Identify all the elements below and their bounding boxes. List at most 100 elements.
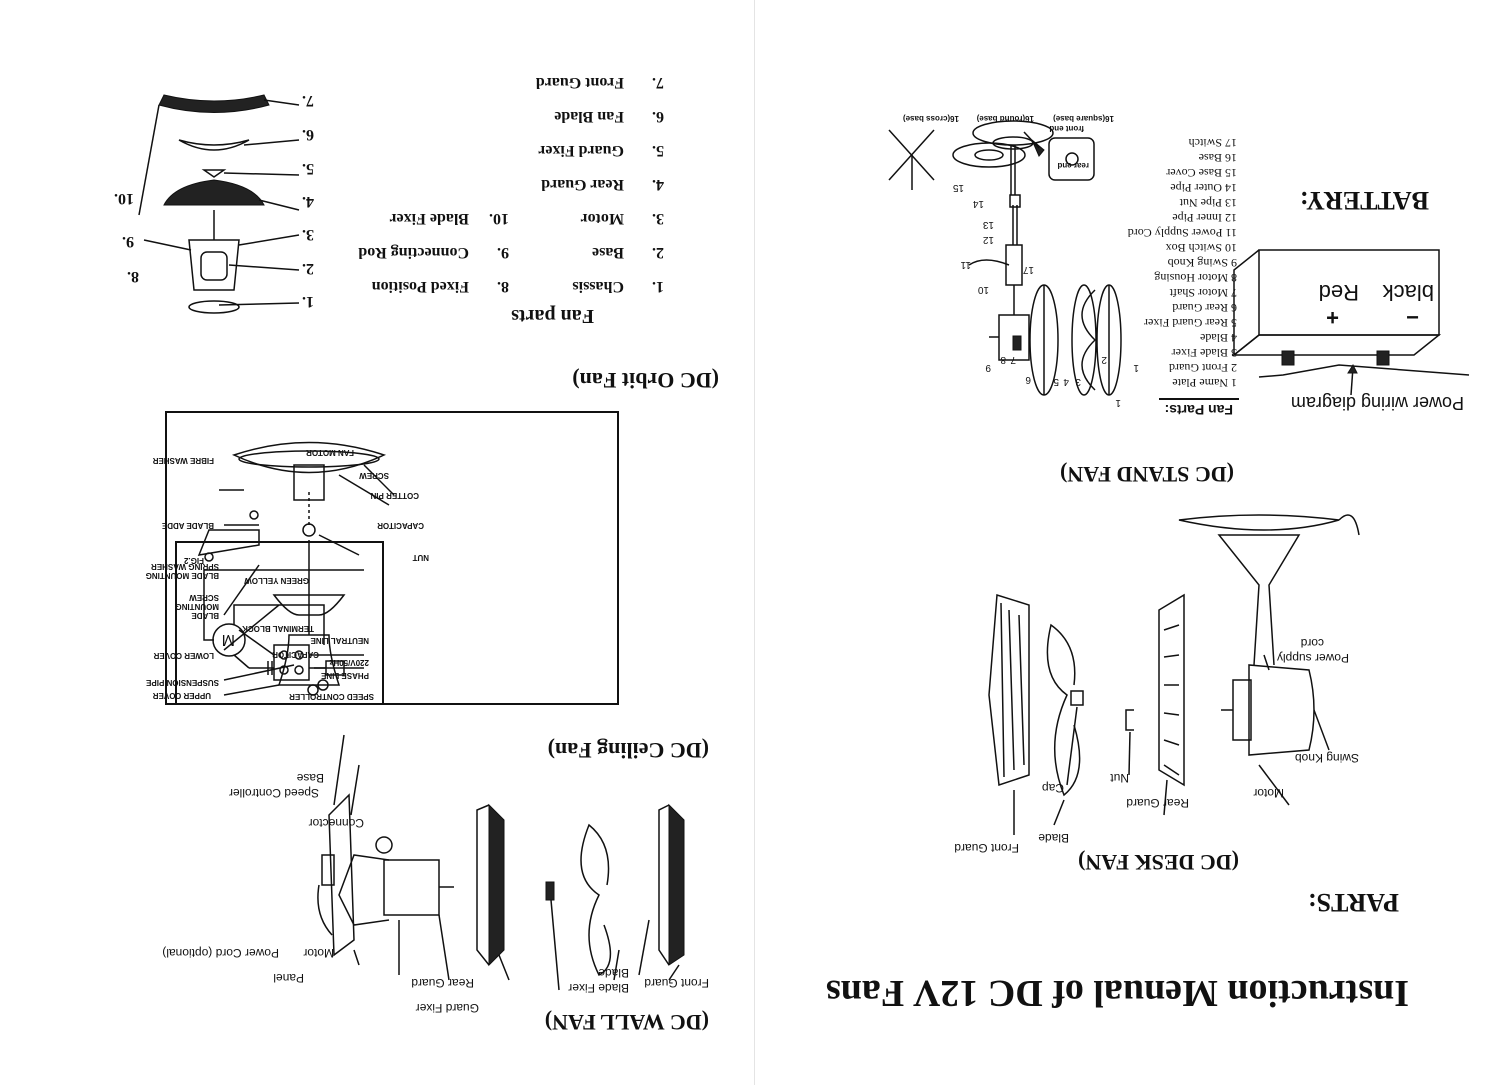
desk-fan-diagram	[949, 555, 1329, 835]
stand-fan-parts-box: Fan Parts:	[1158, 398, 1239, 420]
wiring-arrow-icon	[1339, 365, 1359, 395]
orbit-part-no: 7.	[652, 74, 664, 91]
stand-fan-title: (DC STAND FAN)	[1060, 462, 1234, 487]
desk-label-front-guard: Front Guard	[954, 841, 1019, 855]
orbit-part-name: Chassis	[572, 278, 624, 295]
stand-part: 6 Rear Guard	[1172, 301, 1237, 315]
orbit-part: 2. Base	[544, 227, 664, 261]
desk-fan-title: (DC DESK FAN)	[1078, 850, 1239, 875]
stand-part: 15 Base Cover	[1166, 166, 1237, 180]
ceiling-wiring-speed-controller: SPEED CONTROLLER	[289, 692, 374, 701]
orbit-parts-col-2: 8.Fixed Position 9. Connecting Rod 10. Bla…	[339, 193, 509, 295]
ceiling-wiring-capacitor: CAPACITOR	[272, 650, 319, 659]
stand-callout-4: 4	[1063, 376, 1069, 387]
wall-label-motor: Motor	[303, 946, 334, 960]
orbit-part: 6.Fan Blade	[544, 91, 664, 125]
orbit-fan-title: (DC Orbit Fan)	[572, 368, 719, 393]
orbit-part: 8.Fixed Position	[339, 261, 509, 295]
orbit-part-name: Blade Fixer	[389, 210, 469, 227]
wall-label-power-cord: Power Cord (optional)	[162, 946, 279, 960]
stand-callout-7: 7	[1010, 354, 1016, 365]
orbit-callout-1: 1.	[302, 293, 314, 310]
desk-label-nut: Nut	[1110, 771, 1129, 785]
battery-label-red: Red	[1318, 280, 1359, 305]
wall-label-connector: Connector	[308, 816, 364, 830]
ceiling-label-screw: SCREW	[359, 471, 389, 480]
page-fold	[754, 0, 755, 1085]
stand-part: 13 Pipe Nut	[1179, 196, 1237, 210]
orbit-callout-4: 4.	[302, 193, 314, 210]
orbit-callout-7: 7.	[302, 92, 314, 109]
wall-label-guard-fixer: Guard Fixer	[415, 1001, 479, 1015]
stand-callout-9: 9	[985, 362, 991, 373]
ceiling-label-capacitor: CAPACITOR	[377, 521, 424, 530]
wall-label-panel: Panel	[273, 971, 304, 985]
ceiling-label-nut: NUT	[412, 553, 429, 562]
stand-callout-1: 1	[1115, 397, 1121, 408]
wall-label-front-guard: Front Guard	[644, 976, 709, 990]
wall-fan-title: (DC WALL FAN)	[544, 1010, 709, 1035]
orbit-callout-10: 10.	[114, 190, 134, 207]
stand-callout-10: 10	[977, 284, 989, 295]
stand-part: 8 Motor Housing	[1154, 271, 1237, 285]
orbit-callout-8: 8.	[127, 268, 139, 285]
desk-label-motor: Motor	[1253, 786, 1284, 800]
wall-label-speed-controller: Speed Controller	[228, 786, 319, 800]
stand-base-round: 16(round base)	[976, 114, 1034, 123]
wall-fan-diagram	[179, 775, 699, 995]
desk-label-cord: cord	[1300, 636, 1324, 650]
stand-callout-13: 13	[982, 219, 994, 230]
wall-label-base: Base	[296, 771, 324, 785]
stand-callout-11: 11	[960, 259, 971, 270]
orbit-parts-col-1: 1. Chassis 2. Base 3.Motor 4. Rear Guard 5.…	[536, 57, 664, 295]
stand-part: 4 Blade	[1200, 331, 1237, 345]
orbit-part-name: Fan Blade	[554, 108, 624, 125]
stand-callout-3: 3	[1075, 376, 1081, 387]
stand-part: 9 Swing Knob	[1167, 256, 1237, 270]
orbit-part-no: 2.	[652, 244, 664, 261]
desk-label-rear-guard: Rear Guard	[1126, 796, 1189, 810]
ceiling-label-fibre-washer: FIBRE WASHER	[152, 456, 214, 465]
orbit-part: 1. Chassis	[544, 261, 664, 295]
orbit-part: 5.Guard Fixer	[538, 125, 664, 159]
orbit-parts-heading: Fan parts	[511, 305, 594, 327]
battery-heading: BATTERY:	[1299, 186, 1429, 215]
battery-wiring-label: Power wiring diagram	[1290, 393, 1464, 413]
orbit-fan-diagram	[119, 55, 309, 325]
stand-part: 17 Switch	[1188, 136, 1237, 150]
stand-callout-2: 2	[1101, 354, 1107, 365]
document-title: Instruction Menual of DC 12V Fans	[825, 972, 1409, 1014]
wall-label-rear-guard: Rear Guard	[411, 976, 474, 990]
orbit-part: 3.Motor	[544, 193, 664, 227]
orbit-part-no: 10.	[489, 210, 509, 227]
stand-callout-17: 17	[1022, 264, 1034, 275]
orbit-callout-9: 9.	[122, 233, 134, 250]
orbit-part-name: Rear Guard	[541, 176, 624, 193]
desk-label-cap: Cap	[1041, 781, 1064, 795]
orbit-callout-5: 5.	[302, 160, 314, 177]
orbit-part-name: Base	[592, 244, 624, 261]
orbit-part-no: 9.	[497, 244, 509, 261]
stand-fan-diagram: 1	[869, 105, 1139, 405]
orbit-part-no: 1.	[652, 278, 664, 295]
wall-label-blade-fixer: Blade Fixer	[568, 981, 629, 995]
orbit-part-name: Connecting Rod	[358, 244, 469, 261]
stand-callout-8: 8	[1000, 354, 1006, 365]
ceiling-fan-diagram	[169, 415, 619, 705]
orbit-part-no: 4.	[652, 176, 664, 193]
stand-callout-12: 12	[982, 234, 994, 245]
orbit-part-name: Front Guard	[535, 74, 624, 91]
stand-base-options	[884, 110, 1094, 200]
stand-part: 7 Motor Shaft	[1169, 286, 1237, 300]
orbit-callout-2: 2.	[302, 260, 314, 277]
stand-part: 1 Name Plate	[1172, 376, 1237, 390]
ceiling-wiring-terminal-block: TERMINAL BLOCK	[242, 624, 314, 633]
orbit-part-name: Guard Fixer	[538, 142, 624, 159]
orbit-part: 9. Connecting Rod	[339, 227, 509, 261]
ceiling-label-cotter-pin: COTTER PIN	[370, 491, 419, 500]
stand-base-rear-end: rear end	[1057, 161, 1089, 170]
ceiling-wiring-neutral-line: NEUTRAL LINE	[310, 636, 369, 645]
stand-part: 12 Inner Pipe	[1172, 211, 1237, 225]
orbit-callout-6: 6.	[302, 126, 314, 143]
